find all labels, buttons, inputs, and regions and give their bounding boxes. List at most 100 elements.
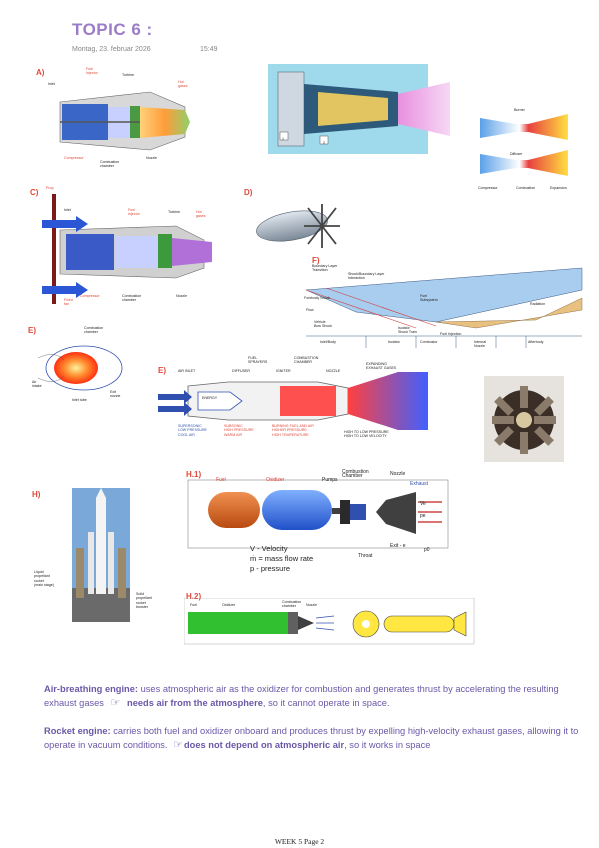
figure-c-hot-gases: Hot gases [196, 210, 206, 219]
figure-f-label: F) [312, 256, 320, 265]
rocket-body: carries both fuel and oxidizer onboard a… [44, 726, 579, 750]
rocket-title: Rocket engine: [44, 726, 111, 736]
figure-ramjet-flames [480, 114, 568, 176]
figure-e2-fuel-sprayers: FUEL SPRAYERS [248, 356, 268, 365]
figure-h1-legend-2: p - pressure [250, 564, 291, 573]
figure-e2-diffuser: DIFFUSER [232, 369, 250, 373]
figure-f-boundary: Boundary Layer Transition [312, 264, 338, 273]
page-title: TOPIC 6 : [72, 20, 153, 39]
figure-ramjet-label-expansion: Expansion [550, 186, 567, 190]
figure-b-num2: 2 [323, 141, 325, 145]
figure-f-section-0: Inlet/Body [320, 340, 336, 344]
figure-c-fixed-fan: Fixed fan [64, 298, 73, 307]
air-breathing-emphasis: needs air from the atmosphere [127, 698, 263, 708]
figure-ramjet-label-burner: Burner [514, 108, 525, 112]
figure-h1-nozzle: Nozzle [390, 471, 406, 477]
figure-h2-fuel: Fuel [190, 603, 197, 607]
figure-c-combustion: Combustion chamber [122, 294, 142, 303]
figure-h1-label: H.1) [186, 470, 202, 479]
figure-h2-nozzle: Nozzle [306, 603, 317, 607]
figure-a-fuel-injector: Fuel Injector [86, 67, 98, 76]
rocket-paragraph: Rocket engine: carries both fuel and oxi… [44, 724, 592, 752]
figure-h1-fuel: Fuel [216, 477, 226, 483]
figure-e2-bottom-0: SUPERSONIC LOW PRESSURE COOL AIR [178, 424, 207, 437]
figure-c-prop: Prop [46, 186, 54, 190]
page-date: Montag, 23. februar 2026 [72, 46, 151, 53]
figure-f-forebody: Forebody Shock [304, 296, 331, 300]
figure-f-section-4: Afterbody [528, 340, 544, 344]
figure-h1-oxidizer: Oxidizer [266, 477, 285, 483]
air-breathing-paragraph: Air-breathing engine: uses atmospheric a… [44, 682, 592, 710]
figure-c-fuel-injector: Fuel Injector [128, 208, 140, 217]
figure-a-turbojet [59, 91, 190, 151]
figure-e2-label: E) [158, 366, 166, 375]
figure-h1-legend-1: ṁ = mass flow rate [250, 554, 314, 563]
figure-h1-legend: V - Velocity ṁ = mass flow rate p - pres… [250, 544, 313, 574]
figure-h1-exit: Exit - e [390, 543, 406, 549]
figure-e2-combustion: COMBUSTION CHAMBER [294, 356, 319, 365]
figure-f-section-2: Combustor [420, 340, 438, 344]
figure-e2-bottom-2: BURNING FUEL AND AIR HIGHER PRESSURE HIG… [272, 424, 314, 437]
figure-h2-solid-rocket [184, 598, 475, 645]
figure-e2-bottom-1: SUBSONIC HIGH PRESSURE WARM AIR [224, 424, 254, 437]
figure-h1-legend-0: V - Velocity [250, 544, 288, 553]
figure-f-fuel-subsystem: Fuel Subsystem [420, 294, 438, 303]
figure-e2-expanding: EXPANDING EXHAUST GASES [366, 362, 397, 371]
figure-ramjet-label-diffuser: Diffuser [510, 152, 523, 156]
page-footer: WEEK 5 Page 2 [274, 837, 325, 846]
figure-c-label: C) [30, 188, 39, 197]
figure-e2-air-inlet: AIR INLET [178, 369, 196, 373]
figure-h-label: H) [32, 490, 41, 499]
figure-a-inlet: Inlet [48, 82, 55, 86]
figure-a-hot-gases: Hot gases [178, 80, 188, 89]
page-time: 15:49 [200, 46, 218, 53]
figure-f-radiation: Radiation [530, 302, 546, 306]
figure-e1-inlet: Inlet tube [72, 398, 87, 402]
figure-c-turbine: Turbine [168, 210, 181, 214]
air-breathing-title: Air-breathing engine: [44, 684, 139, 694]
figure-e1-pulsejet [37, 345, 123, 391]
figure-f-fuel-injection: Fuel Injection [440, 332, 462, 336]
figure-h2-label: H.2) [186, 592, 202, 601]
rocket-tail: , so it works in space [344, 740, 431, 750]
figure-e2-bottom-3: HIGH TO LOW PRESSURE HIGH TO LOW VELOCIT… [344, 430, 389, 439]
figure-e2-energy: ENERGY [202, 396, 218, 400]
figure-e2-ramjet [158, 372, 428, 430]
figure-c-nozzle: Nozzle [176, 294, 187, 298]
figure-h-left-note: Liquid propellant rocket (main stage) [34, 570, 54, 588]
figure-e1-exit: Exit nozzle [110, 390, 121, 399]
figure-a-nozzle: Nozzle [146, 156, 157, 160]
figure-f-isolator-shock: Isolator Shock Train [398, 326, 417, 335]
figure-h1-exhaust: Exhaust [410, 481, 429, 487]
air-breathing-body: uses atmospheric air as the oxidizer for… [44, 684, 559, 708]
rocket-emphasis: does not depend on atmospheric air [183, 740, 345, 750]
figure-a-compressor: Compressor [64, 156, 84, 160]
figure-f-scramjet [305, 267, 583, 348]
figure-h2-oxidizer: Oxidizer [222, 603, 236, 607]
figure-e2-nozzle: NOZZLE [326, 369, 341, 373]
figure-f-vehicle-bow: Vehicle Bow Shock [314, 320, 332, 329]
figure-c-compressor: Compressor [80, 294, 100, 298]
figure-g-radial-engine [484, 376, 564, 462]
hand-pointer-icon: ☞ [110, 697, 121, 709]
figure-h2-combustion: Combustion chamber [282, 600, 302, 609]
figure-h1-liquid-rocket [187, 479, 449, 549]
figure-ramjet-label-combustion: Combustion [516, 186, 536, 190]
figure-e1-label: E) [28, 326, 36, 335]
figure-h1-ve: Ve [420, 501, 426, 507]
figure-h1-pumps: Pumps [322, 477, 338, 483]
figure-c-turboprop [42, 194, 212, 304]
figure-b-turbofan [268, 64, 450, 154]
figure-d-engine-render [256, 204, 340, 248]
figure-a-label: A) [36, 68, 45, 77]
figure-b-num1: 1 [282, 137, 284, 141]
figure-c-inlet: Inlet [64, 208, 71, 212]
figure-ramjet-label-compressor: Compressor [478, 186, 498, 190]
hand-pointer-icon: ☞ [173, 739, 183, 751]
figure-d-label: D) [244, 188, 253, 197]
figure-h-right-note: Solid propellant rocket booster [136, 592, 152, 610]
figure-h1-chamber: Combustion Chamber [342, 469, 369, 480]
figure-h1-pe: pe [420, 513, 426, 519]
figure-h1-p0: p0 [424, 547, 430, 553]
figure-f-shock-bl: Shock/Boundary Layer Interaction [348, 272, 385, 281]
